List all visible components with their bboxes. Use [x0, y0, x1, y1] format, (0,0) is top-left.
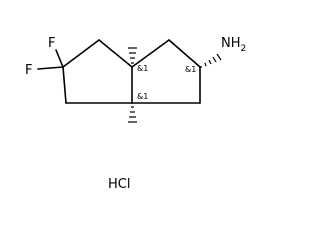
bond-c-f-top [55, 49, 64, 68]
bond-bottom-ch2-to-cf2 [62, 66, 67, 104]
stereo-label-bottom-junction: &1 [137, 92, 148, 101]
stereo-label-amine-carbon: &1 [185, 65, 196, 74]
bond-right-top-ch2-to-amine-carbon [168, 39, 201, 68]
stereo-label-top-junction: &1 [137, 64, 148, 73]
hashed-wedge-bottom-junction [128, 106, 137, 123]
bond-top-ch2-to-junction-top [98, 39, 133, 68]
amine-label: NH2 [221, 36, 246, 54]
hcl-salt-label: HCl [108, 177, 130, 192]
bond-cf2-to-top-ch2 [62, 39, 100, 68]
fluorine-top-label: F [48, 36, 55, 51]
fluorine-left-label: F [25, 63, 32, 78]
amine-atom-text: NH [221, 36, 241, 51]
bond-c-f-left [37, 66, 64, 70]
amine-subscript: 2 [241, 44, 247, 54]
bond-junction-top-to-right-top-ch2 [131, 39, 170, 68]
hashed-wedge-top-junction [128, 47, 137, 64]
hashed-wedge-amine [200, 53, 222, 68]
molecule-structure: F F NH2 &1 &1 &1 HCl [25, 36, 246, 192]
